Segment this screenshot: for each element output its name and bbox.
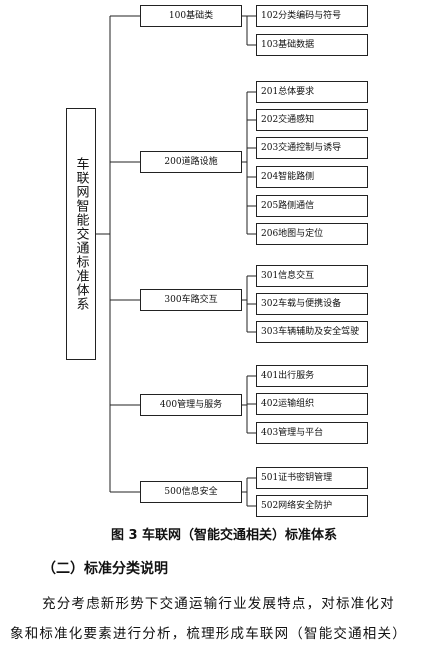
standard-item-box: 302车载与便携设备: [256, 293, 368, 315]
standard-item-box: 203交通控制与诱导: [256, 137, 368, 159]
standard-item-box: 502网络安全防护: [256, 495, 368, 517]
standard-item-box: 202交通感知: [256, 109, 368, 131]
standard-item-box: 201总体要求: [256, 81, 368, 103]
paragraph-line-1: 充分考虑新形势下交通运输行业发展特点，对标准化对: [42, 596, 395, 612]
standard-item-box: 401出行服务: [256, 365, 368, 387]
category-box: 300车路交互: [140, 289, 242, 311]
category-box: 400管理与服务: [140, 394, 242, 416]
standard-item-box: 205路侧通信: [256, 195, 368, 217]
category-box: 500信息安全: [140, 481, 242, 503]
standards-hierarchy-diagram: [96, 15, 256, 507]
root-label: 车联网智能交通标准体系: [73, 157, 89, 311]
standard-item-box: 303车辆辅助及安全驾驶: [256, 321, 368, 343]
section-heading: （二）标准分类说明: [42, 561, 168, 577]
standard-item-box: 402运输组织: [256, 393, 368, 415]
category-box: 200道路设施: [140, 151, 242, 173]
standard-item-box: 403管理与平台: [256, 422, 368, 444]
standard-item-box: 501证书密钥管理: [256, 467, 368, 489]
standard-item-box: 206地图与定位: [256, 223, 368, 245]
category-box: 100基础类: [140, 5, 242, 27]
figure-caption: 图 3 车联网（智能交通相关）标准体系: [110, 528, 338, 543]
standard-item-box: 102分类编码与符号: [256, 5, 368, 27]
standard-item-box: 103基础数据: [256, 34, 368, 56]
paragraph-line-2: 象和标准化要素进行分析，梳理形成车联网（智能交通相关）: [10, 626, 407, 642]
standard-item-box: 301信息交互: [256, 265, 368, 287]
root-box: 车联网智能交通标准体系: [66, 108, 96, 360]
standard-item-box: 204智能路侧: [256, 166, 368, 188]
